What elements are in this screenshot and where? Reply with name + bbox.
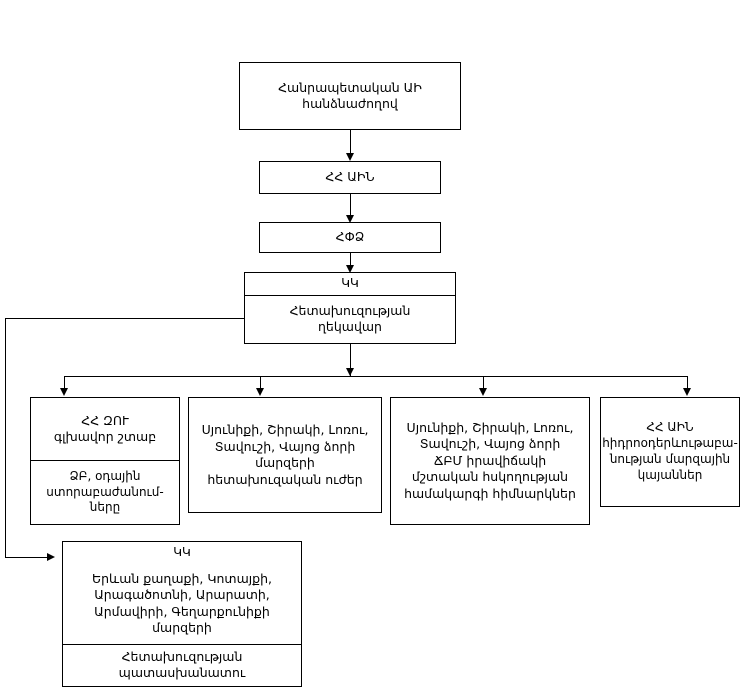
arrowhead-commission-to-ministry (346, 153, 354, 161)
connector-bus-to-branch3 (483, 376, 484, 390)
branch-distribution-bus (64, 376, 688, 377)
node-kk-head[interactable]: ԿԿ Հետախուզության ղեկավար (244, 272, 456, 344)
node-kk-regions-body: Երևան քաղաքի, Կոտայքի, Արագածոտնի, Արարա… (91, 570, 272, 636)
node-branch-recon-forces-body: Սյունիքի, Շիրակի, Լոռու, Տավուշի, Վայոց … (201, 422, 369, 487)
node-kk-regions[interactable]: ԿԿ Երևան քաղաքի, Կոտայքի, Արագածոտնի, Ար… (62, 541, 302, 687)
node-branch-recon-forces[interactable]: Սյունիքի, Շիրակի, Լոռու, Տավուշի, Վայոց … (188, 397, 382, 513)
node-branch-armed-forces-body: ՁԲ, օդային ստորաբաժանում- ները (31, 460, 179, 524)
arrowhead-bus-to-branch1 (60, 388, 68, 396)
arrowhead-bus-to-branch4 (683, 388, 691, 396)
node-branch-armed-forces-title: ՀՀ ԶՈՒ գլխավոր շտաբ (53, 412, 157, 445)
node-hpdz[interactable]: ՀՓՁ (259, 222, 441, 253)
connector-hpdz-to-kk-head (350, 253, 351, 271)
connector-commission-to-ministry (350, 130, 351, 153)
node-branch-monitoring-system[interactable]: Սյունիքի, Շիրակի, Լոռու, Տավուշի, Վայոց … (390, 397, 590, 525)
node-branch-armed-forces[interactable]: ՀՀ ԶՈՒ գլխավոր շտաբ ՁԲ, օդային ստորաբաժա… (30, 397, 180, 525)
node-kk-head-title: ԿԿ (341, 276, 359, 290)
feedback-line-left-rail (5, 318, 6, 557)
node-hpdz-label: ՀՓՁ (335, 229, 365, 245)
arrowhead-kk-head-to-bus (346, 368, 354, 376)
node-republican-commission-label: Հանրապետական ԱԻ հանձնաժողով (278, 79, 422, 112)
feedback-line-bottom (5, 557, 47, 558)
node-kk-regions-footer: Հետախուզության պատասխանատու (63, 643, 301, 686)
node-kk-head-body: Հետախուզության ղեկավար (245, 294, 455, 343)
connector-bus-to-branch4 (687, 376, 688, 390)
node-kk-regions-title: ԿԿ (173, 545, 191, 559)
connector-bus-to-branch2 (260, 376, 261, 390)
arrowhead-bus-to-branch3 (479, 388, 487, 396)
node-ministry[interactable]: ՀՀ ԱԻՆ (259, 161, 441, 194)
connector-ministry-to-hpdz (350, 194, 351, 215)
node-ministry-label: ՀՀ ԱԻՆ (325, 169, 375, 185)
node-branch-hydromet-stations[interactable]: ՀՀ ԱԻՆ հիդրոօդերևութաբա- նության մարզայի… (600, 397, 740, 507)
node-branch-monitoring-system-body: Սյունիքի, Շիրակի, Լոռու, Տավուշի, Վայոց … (404, 419, 576, 501)
node-republican-commission[interactable]: Հանրապետական ԱԻ հանձնաժողով (239, 62, 461, 130)
feedback-line-top (5, 318, 244, 319)
connector-kk-head-to-bus (350, 344, 351, 376)
arrowhead-feedback-to-kk-regions (47, 553, 55, 561)
connector-bus-to-branch1 (64, 376, 65, 390)
node-branch-hydromet-stations-body: ՀՀ ԱԻՆ հիդրոօդերևութաբա- նության մարզայի… (602, 420, 738, 482)
arrowhead-bus-to-branch2 (256, 388, 264, 396)
arrowhead-hpdz-to-kk-head (346, 265, 354, 273)
arrowhead-ministry-to-hpdz (346, 215, 354, 223)
